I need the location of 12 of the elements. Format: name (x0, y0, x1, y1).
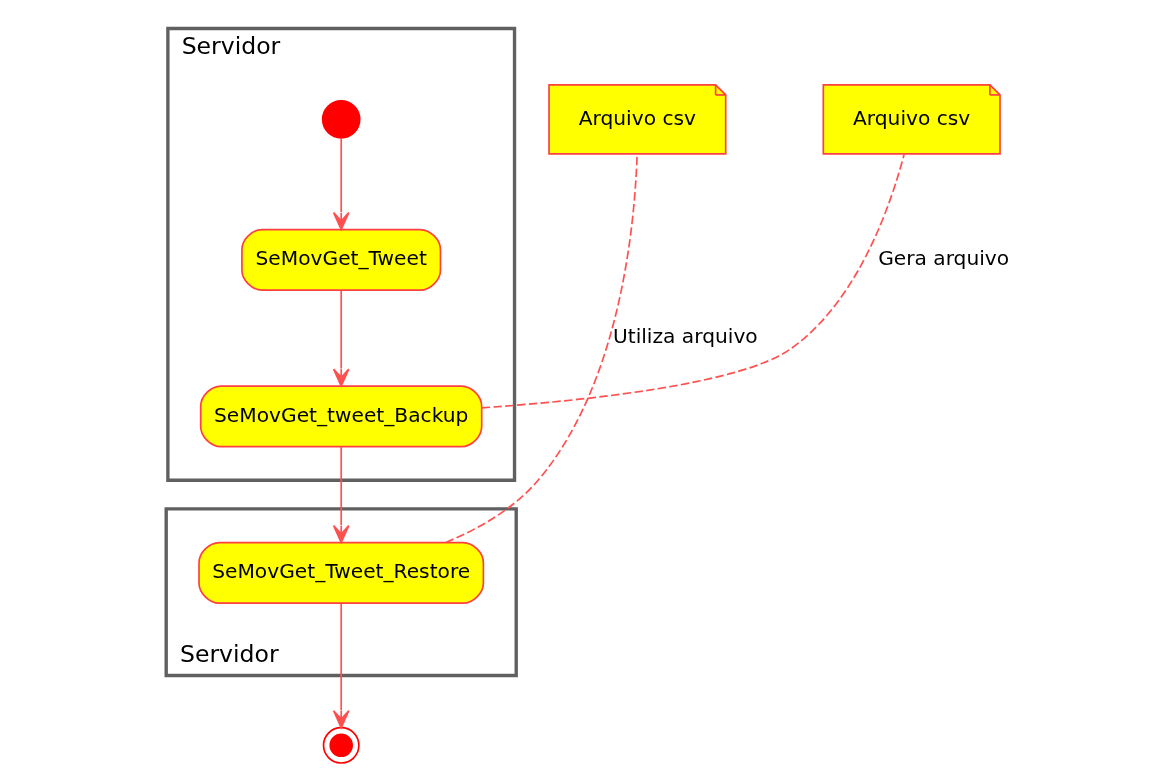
arrow (332, 446, 350, 544)
connector (481, 153, 905, 409)
edge-label: Gera arquivo (878, 246, 1010, 271)
node-circle (321, 99, 361, 139)
node-box: SeMovGet_tweet_Backup (199, 385, 483, 448)
node-box: SeMovGet_Tweet (241, 228, 442, 291)
arrow (332, 602, 350, 729)
node-circle (322, 726, 360, 764)
arrow (332, 137, 350, 231)
edge-label: Utiliza arquivo (612, 324, 758, 349)
node-box: SeMovGet_Tweet_Restore (198, 541, 485, 604)
arrow (332, 289, 350, 387)
